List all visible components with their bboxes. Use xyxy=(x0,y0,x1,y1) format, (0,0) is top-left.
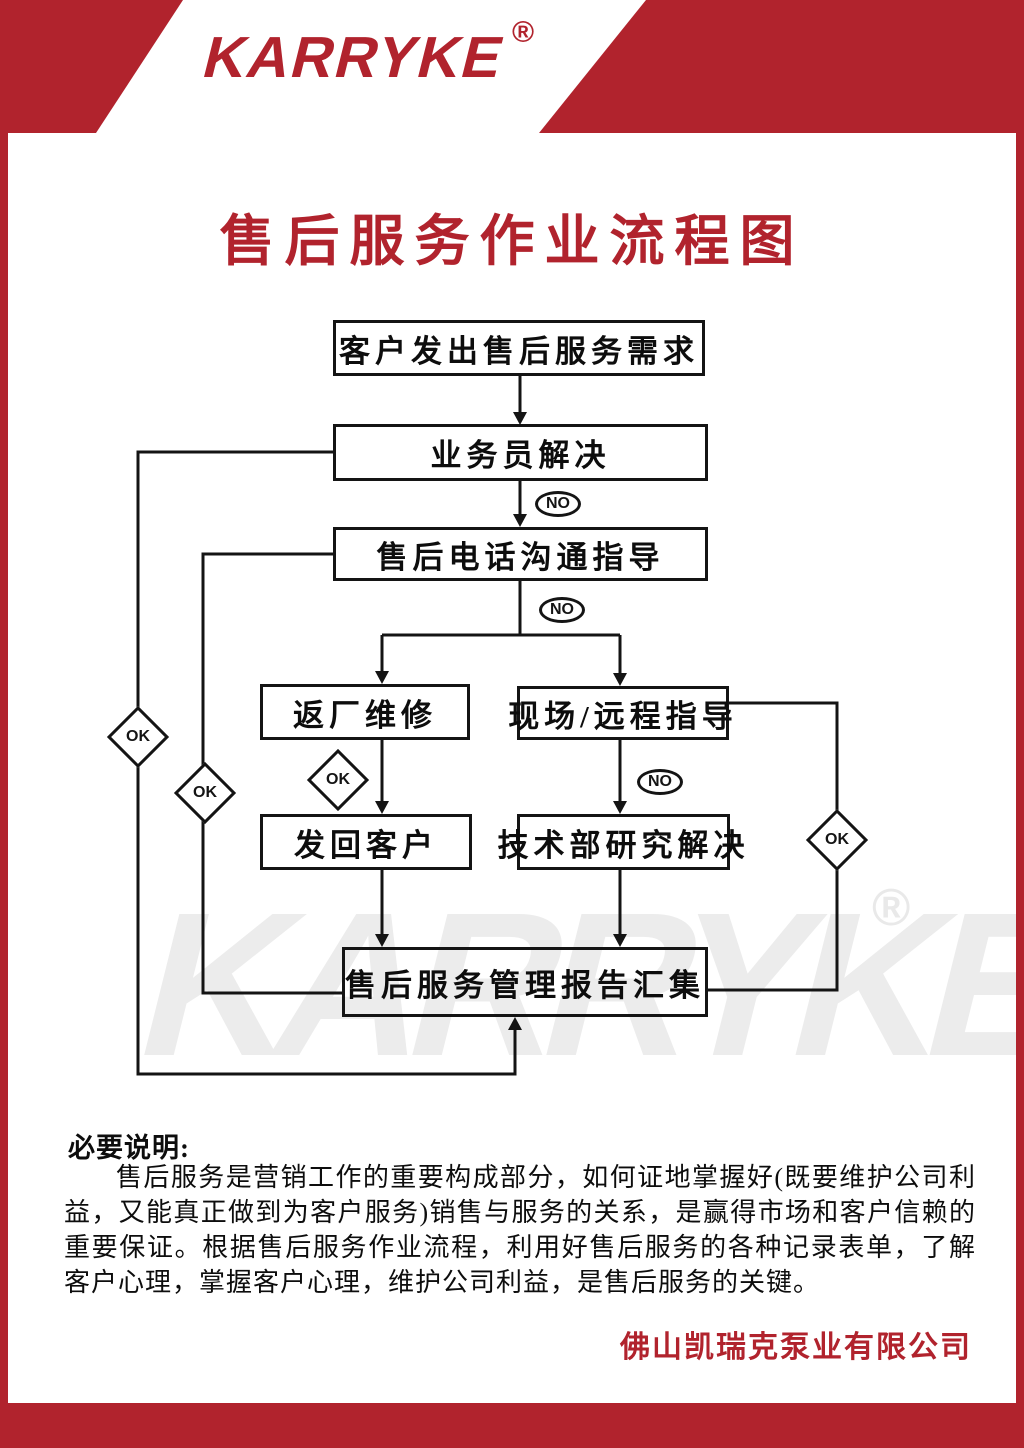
decision-label-no-3: NO xyxy=(637,769,683,795)
flow-node-factory-repair: 返厂维修 xyxy=(260,684,470,740)
right-red-border xyxy=(1016,131,1024,1405)
flow-node-return-to-customer: 发回客户 xyxy=(260,814,472,870)
ok-text: OK xyxy=(126,728,150,745)
flow-node-phone-guidance: 售后电话沟通指导 xyxy=(333,527,708,581)
decision-label-no-2: NO xyxy=(539,597,585,623)
ok-text: OK xyxy=(825,831,849,848)
watermark-registered-mark-icon: ® xyxy=(872,879,911,937)
registered-mark-icon: ® xyxy=(512,16,535,49)
flow-node-salesperson-resolve: 业务员解决 xyxy=(333,424,708,481)
logo-plate xyxy=(96,0,646,133)
arrowheads xyxy=(375,412,627,1030)
flow-node-tech-dept-resolve: 技术部研究解决 xyxy=(498,814,745,870)
company-name: 佛山凯瑞克泵业有限公司 xyxy=(620,1331,972,1364)
page-title: 售后服务作业流程图 xyxy=(219,211,805,272)
decision-label-no-1: NO xyxy=(535,491,581,517)
ok-text: OK xyxy=(326,771,350,788)
left-red-border xyxy=(0,131,8,1405)
bottom-red-band xyxy=(0,1403,1024,1448)
flow-node-report-collection: 售后服务管理报告汇集 xyxy=(342,947,708,1017)
flow-node-customer-request: 客户发出售后服务需求 xyxy=(333,320,705,376)
flow-node-onsite-remote-guidance: 现场/远程指导 xyxy=(508,686,733,740)
notes-body: 售后服务是营销工作的重要构成部分，如何证地掌握好(既要维护公司利益，又能真正做到… xyxy=(64,1163,976,1297)
ok-text: OK xyxy=(193,784,217,801)
notes-heading: 必要说明: xyxy=(68,1133,190,1163)
